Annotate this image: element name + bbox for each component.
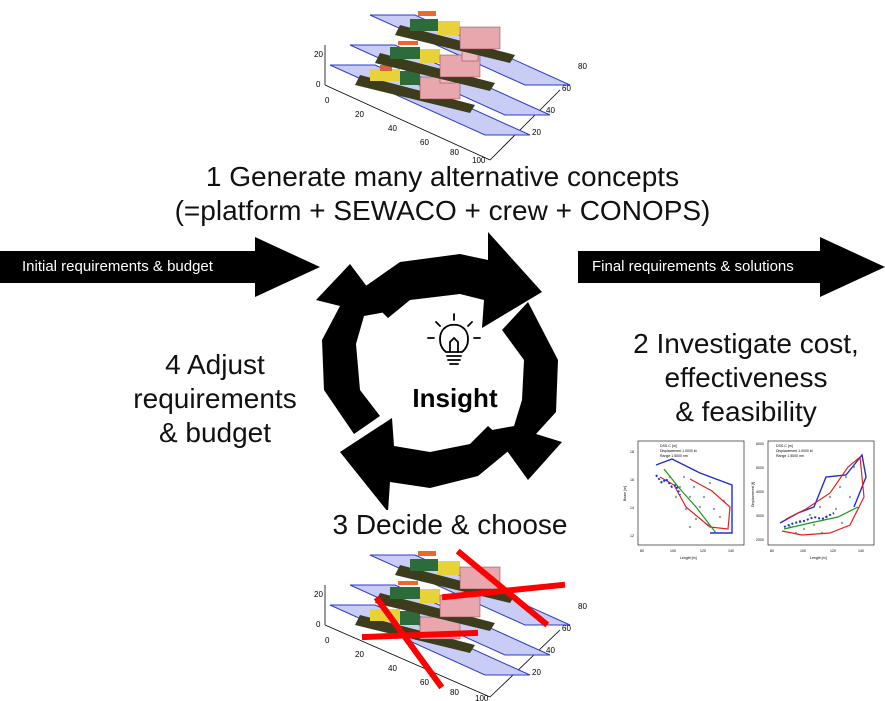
selected-designs — [655, 474, 681, 496]
ship-model — [375, 581, 495, 631]
step4-line2: requirements — [133, 383, 297, 414]
legend-entry: Range 1.5000 nm — [776, 454, 804, 458]
x-tick: 80 — [450, 148, 459, 157]
y-tick: 60 — [562, 624, 571, 633]
rejected-mark — [441, 548, 566, 628]
x-tick: 60 — [420, 678, 429, 687]
y-tick: 18 — [630, 450, 634, 454]
x-tick: 40 — [388, 124, 397, 133]
x-axis-label: Length [m] — [680, 556, 697, 560]
step2-line2: effectiveness — [664, 362, 828, 393]
cycle-arrow-right — [492, 302, 562, 480]
z-tick: 0 — [316, 620, 321, 629]
selected-designs — [783, 512, 835, 528]
plot-axes — [324, 45, 561, 161]
y-tick: 3000 — [756, 514, 764, 518]
cycle-arrow-bottom — [340, 418, 512, 510]
x-tick: 120 — [830, 549, 836, 553]
step2-line1: 2 Investigate cost, — [633, 328, 859, 359]
step2-line3: & feasibility — [675, 396, 817, 427]
x-tick: 100 — [670, 549, 676, 553]
lightbulb-icon — [427, 313, 481, 365]
cycle-arrow-left — [316, 264, 386, 434]
x-tick: 0 — [325, 96, 330, 105]
x-tick: 20 — [355, 110, 364, 119]
rejected-mark — [361, 595, 479, 690]
legend-entry: DSS-C [m] — [776, 444, 793, 448]
feasibility-boundary-blue — [655, 458, 733, 534]
step2-caption: 2 Investigate cost, effectiveness & feas… — [618, 327, 874, 429]
y-tick: 14 — [630, 506, 634, 510]
input-arrow — [0, 237, 320, 297]
y-tick: 60 — [562, 84, 571, 93]
feasibility-boundary-red — [781, 455, 865, 536]
cycle-arrows — [316, 232, 562, 510]
y-tick: 16 — [630, 478, 634, 482]
analysis-plot-right: DSS-C [m] Displacement 1.0000 kt Range 1… — [750, 437, 880, 567]
step3-caption: 3 Decide & choose — [332, 509, 568, 540]
x-tick: 20 — [355, 650, 364, 659]
x-tick: 40 — [388, 664, 397, 673]
x-tick: 80 — [770, 549, 774, 553]
feasibility-boundary-red — [659, 476, 731, 530]
legend-entry: Displacement 1.0000 kt — [660, 449, 697, 453]
x-tick: 140 — [858, 549, 864, 553]
step1-line1: 1 Generate many alternative concepts — [205, 161, 680, 192]
ship-model — [375, 41, 495, 91]
z-tick: 20 — [314, 590, 323, 599]
step1-caption: 1 Generate many alternative concepts (=p… — [150, 160, 735, 228]
output-arrow-label: Final requirements & solutions — [592, 258, 794, 275]
y-tick: 2000 — [756, 538, 764, 542]
y-tick: 40 — [546, 106, 555, 115]
x-tick: 100 — [475, 694, 489, 701]
z-tick: 0 — [316, 80, 321, 89]
step1-line2: (=platform + SEWACO + crew + CONOPS) — [174, 195, 711, 226]
y-tick: 6000 — [756, 442, 764, 446]
y-axis-label: Displacement [t] — [751, 482, 755, 507]
x-axis-label: Length [m] — [810, 556, 827, 560]
step4-line1: 4 Adjust — [165, 349, 265, 380]
x-tick: 100 — [800, 549, 806, 553]
y-tick: 80 — [578, 602, 587, 611]
feasibility-boundary-green — [783, 506, 859, 530]
ship-concepts-plot-top: 20 0 0 20 40 60 80 100 20 40 60 80 — [314, 11, 587, 165]
y-axis-label: Beam [m] — [623, 486, 627, 501]
ship-model — [395, 11, 515, 63]
insight-label: Insight — [412, 383, 498, 413]
x-tick: 140 — [728, 549, 734, 553]
legend-entry: Displacement 1.0000 kt — [776, 449, 813, 453]
legend-entry: DSS-C [m] — [660, 444, 677, 448]
step4-caption: 4 Adjust requirements & budget — [115, 348, 315, 450]
y-tick: 20 — [532, 128, 541, 137]
x-tick: 60 — [420, 138, 429, 147]
y-tick: 12 — [630, 534, 634, 538]
step4-line3: & budget — [158, 417, 272, 448]
y-tick: 20 — [532, 668, 541, 677]
cycle-arrow-top — [360, 232, 542, 328]
x-tick: 0 — [325, 636, 330, 645]
input-arrow-label: Initial requirements & budget — [22, 258, 213, 275]
y-tick: 80 — [578, 62, 587, 71]
x-tick: 80 — [450, 688, 459, 697]
z-tick: 20 — [314, 50, 323, 59]
feasibility-boundary-green — [663, 468, 717, 534]
y-tick: 4000 — [756, 490, 764, 494]
y-tick: 5000 — [756, 466, 764, 470]
output-arrow — [578, 237, 885, 297]
x-tick: 80 — [640, 549, 644, 553]
y-tick: 40 — [546, 646, 555, 655]
analysis-plot-left: DSS-C [m] Displacement 1.0000 kt Range 1… — [620, 437, 750, 567]
x-tick: 100 — [472, 156, 486, 165]
legend-entry: Range 1.5000 nm — [660, 454, 688, 458]
ship-concepts-plot-bottom: 20 0 0 20 40 60 80 100 20 40 60 80 — [314, 548, 587, 701]
x-tick: 120 — [700, 549, 706, 553]
